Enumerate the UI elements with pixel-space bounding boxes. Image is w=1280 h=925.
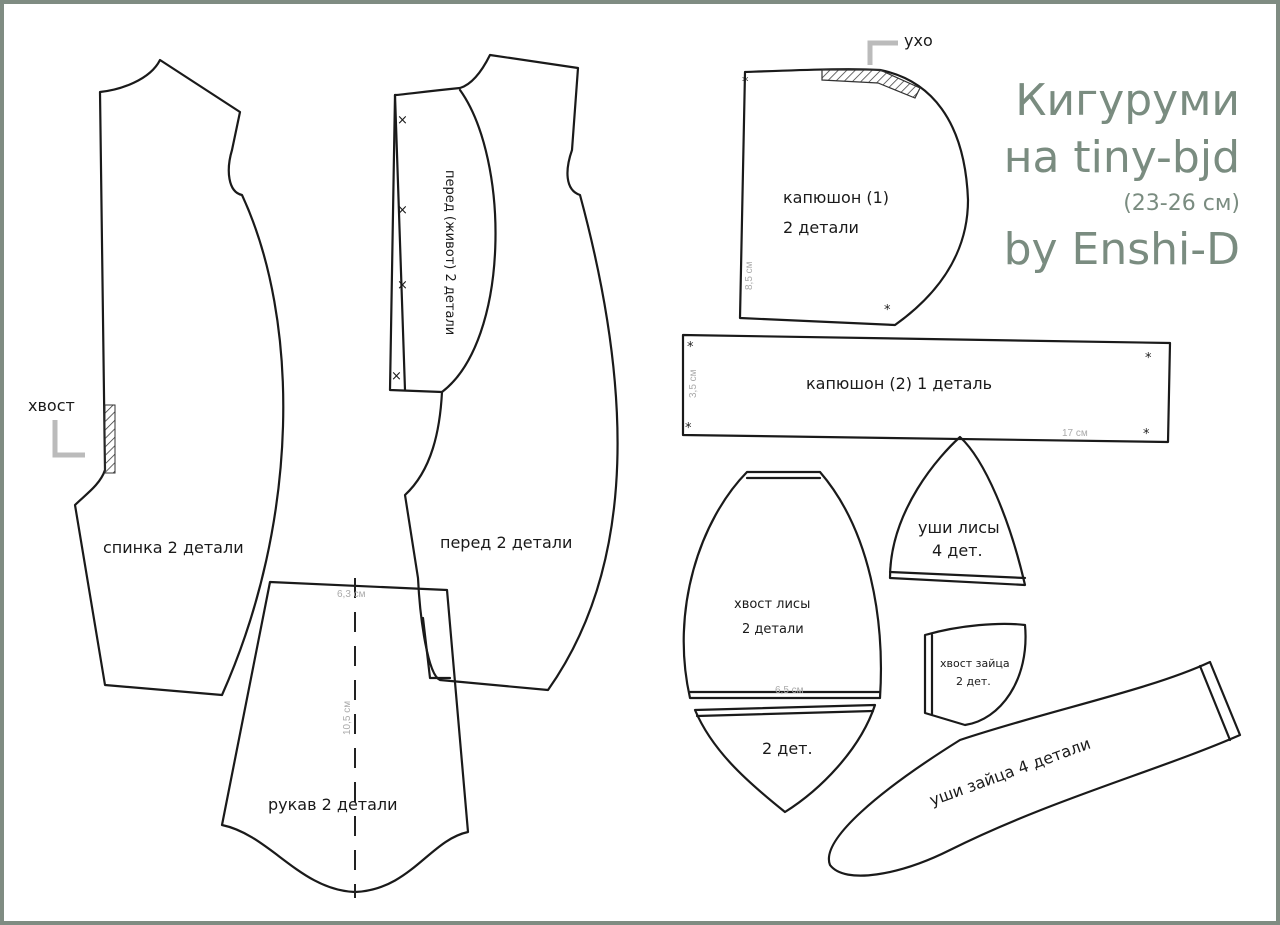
fox-tail-label-1: хвост лисы [734,597,810,612]
fox-ears-label-2: 4 дет. [932,541,983,560]
title-line-3: (23-26 см) [1123,191,1240,216]
fox-tail-tip-piece: 2 дет. [693,703,877,814]
belly-label: перед (живот) 2 детали [442,170,457,335]
hood1-label-2: 2 детали [783,218,859,237]
svg-text:*: * [884,303,891,318]
title-line-4: by Enshi-D [1004,224,1240,275]
sleeve-label: рукав 2 детали [268,795,398,814]
hood2-height-dim: 3,5 см [688,369,699,398]
arrow-icon [52,420,85,458]
title-line-1: Кигуруми [1015,75,1240,126]
svg-text:×: × [397,203,408,218]
hare-ears-piece: уши зайца 4 детали [827,660,1242,877]
fox-ears-label-1: уши лисы [918,518,1000,537]
back-piece: спинка 2 детали хвост [28,58,285,697]
front-label: перед 2 детали [440,533,572,552]
fox-tail-tip-label: 2 дет. [762,739,813,758]
cross-marks: × × × × [391,113,408,384]
hood-1-piece: ухо капюшон (1) 2 детали 8,5 см * * [738,31,970,327]
hood-2-piece: капюшон (2) 1 деталь 3,5 см 17 см * * * * [681,333,1172,444]
svg-text:*: * [1143,427,1150,442]
svg-text:×: × [397,113,408,128]
sleeve-width-dim: 6,3 см [337,589,366,600]
hood1-label-1: капюшон (1) [783,188,889,207]
tail-mark-label: хвост [28,396,75,415]
svg-text:×: × [397,278,408,293]
title-line-2: на tiny-bjd [1004,132,1240,183]
hood2-label: капюшон (2) 1 деталь [806,374,992,393]
svg-text:×: × [391,369,402,384]
fox-tail-piece: хвост лисы 2 детали 6,5 см [682,470,883,700]
fox-tail-width-dim: 6,5 см [775,685,804,696]
back-label: спинка 2 детали [103,538,244,557]
ear-slot-mark [821,69,921,99]
front-piece: перед 2 детали перед (живот) 2 детали ××… [388,53,619,692]
title-block: Кигуруми на tiny-bjd (23-26 см) by Enshi… [1004,75,1240,275]
hood2-length-dim: 17 см [1062,428,1088,439]
sleeve-piece: 6,3 см 10,5 см рукав 2 детали [220,578,470,898]
tail-slot-mark [104,404,116,474]
hare-tail-label-1: хвост зайца [940,657,1010,670]
arrow-icon [867,40,898,65]
hood1-height-dim: 8,5 см [744,261,755,290]
hare-tail-piece: хвост зайца 2 дет. [923,622,1027,727]
svg-text:*: * [742,75,749,90]
svg-text:*: * [685,421,692,436]
pattern-drawing: спинка 2 детали хвост перед 2 детали пер… [28,31,1242,898]
svg-text:*: * [687,340,694,355]
fox-ears-piece: уши лисы 4 дет. [888,435,1027,587]
sleeve-length-dim: 10,5 см [342,701,353,735]
svg-text:*: * [1145,351,1152,366]
hare-tail-label-2: 2 дет. [956,675,991,688]
fox-tail-label-2: 2 детали [742,622,804,637]
ear-mark-label: ухо [904,31,933,50]
